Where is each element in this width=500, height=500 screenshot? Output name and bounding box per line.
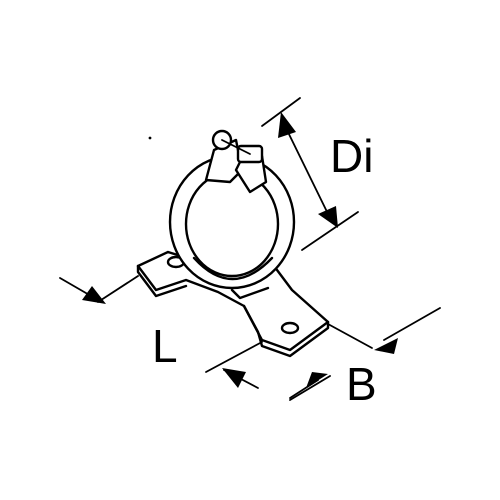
dimension-l-label: L	[152, 320, 178, 372]
dimension-b-extension	[327, 307, 441, 354]
mounting-hole-right	[280, 321, 300, 335]
stray-dot	[148, 136, 152, 140]
dimension-l: L	[59, 275, 178, 372]
dimension-di-label: Di	[330, 130, 373, 182]
clamp-ring	[168, 154, 296, 300]
bolt-assembly	[204, 129, 268, 194]
dimension-b: B	[205, 341, 377, 410]
dimension-di: Di	[261, 97, 373, 251]
dimension-b-label: B	[346, 358, 377, 410]
